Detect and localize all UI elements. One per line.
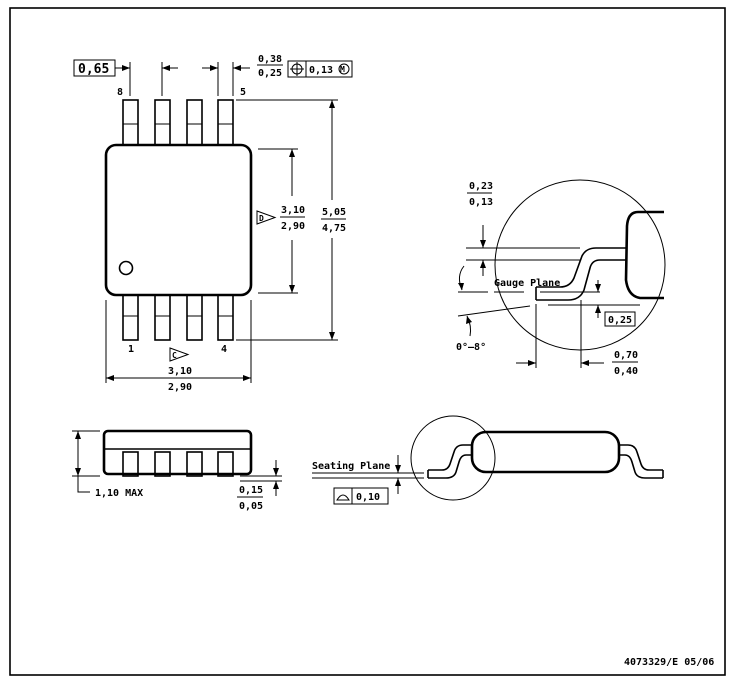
lead-pin-3 bbox=[186, 294, 203, 341]
lead-pin-8 bbox=[122, 99, 139, 146]
datum-d-label: D bbox=[259, 214, 264, 223]
side-lead-1 bbox=[122, 451, 139, 477]
lower-leads bbox=[122, 294, 234, 341]
body-width-max: 3,10 bbox=[281, 205, 305, 216]
gauge-dimension-box bbox=[604, 311, 636, 327]
position-tolerance-value: 0,13 bbox=[309, 65, 333, 76]
mmc-modifier-label: M bbox=[340, 65, 345, 74]
angle-label: 0°–8° bbox=[456, 342, 486, 353]
coplanarity-frame bbox=[333, 487, 389, 505]
overall-width-max: 5,05 bbox=[322, 207, 346, 218]
seating-plane-label: Seating Plane bbox=[312, 460, 390, 472]
end-lead-left-bottom bbox=[428, 454, 472, 479]
lead-pin-4 bbox=[217, 294, 234, 341]
lead-thickness-min: 0,13 bbox=[469, 197, 493, 208]
side-lead-4 bbox=[217, 451, 234, 477]
standoff-max: 0,15 bbox=[239, 485, 263, 496]
foot-length-max: 0,70 bbox=[614, 350, 638, 361]
end-lead-right-top bbox=[619, 444, 663, 471]
side-lead-2 bbox=[154, 451, 171, 477]
detail-body-edge bbox=[624, 210, 664, 300]
foot-length-min: 0,40 bbox=[614, 366, 638, 377]
detail-lead-top bbox=[536, 247, 627, 288]
profile-surface-icon bbox=[336, 494, 350, 501]
mmc-modifier-icon bbox=[338, 63, 350, 75]
max-height-label: 1,10 MAX bbox=[95, 488, 143, 499]
datum-d-triangle-icon bbox=[256, 210, 277, 225]
standoff-min: 0,05 bbox=[239, 501, 263, 512]
lead-pin-6 bbox=[186, 99, 203, 146]
lead-thickness-max: 0,23 bbox=[469, 181, 493, 192]
detail-lead-bottom bbox=[536, 259, 627, 301]
pin-5-label: 5 bbox=[240, 87, 246, 98]
body-length-max: 3,10 bbox=[168, 366, 192, 377]
datum-c-label: C bbox=[172, 351, 177, 360]
side-lead-3 bbox=[186, 451, 203, 477]
detail-circle bbox=[494, 179, 666, 351]
lead-pin-7 bbox=[154, 99, 171, 146]
pin1-indicator bbox=[118, 260, 134, 276]
side-view: 1,10 MAX 0,15 0,05 bbox=[72, 429, 282, 512]
end-lead-left-top bbox=[428, 444, 472, 471]
position-tolerance-frame: 0,13 M bbox=[287, 60, 353, 78]
upper-leads bbox=[122, 99, 234, 146]
pin-4-label: 4 bbox=[221, 344, 227, 355]
lead-detail-view: 0,23 0,13 Gauge Plane 0,25 0°–8° 0,70 0,… bbox=[456, 179, 666, 377]
overall-width-min: 4,75 bbox=[322, 223, 346, 234]
lead-width-min: 0,25 bbox=[258, 68, 282, 79]
lead-pin-2 bbox=[154, 294, 171, 341]
datum-c-triangle-icon bbox=[169, 347, 190, 362]
gauge-plane-label: Gauge Plane bbox=[494, 278, 560, 289]
pin-8-label: 8 bbox=[117, 87, 123, 98]
lead-pin-1 bbox=[122, 294, 139, 341]
end-lead-right-bottom bbox=[619, 454, 663, 479]
pin-1-label: 1 bbox=[128, 344, 134, 355]
body-width-min: 2,90 bbox=[281, 221, 305, 232]
end-detail-circle bbox=[410, 415, 496, 501]
package-body bbox=[104, 143, 253, 297]
lead-width-max: 0,38 bbox=[258, 54, 282, 65]
coplanarity-value: 0,10 bbox=[356, 492, 380, 503]
lead-pin-5 bbox=[217, 99, 234, 146]
drawing-frame bbox=[9, 7, 726, 676]
pitch-value: 0,65 bbox=[78, 62, 109, 77]
gauge-dimension-value: 0,25 bbox=[608, 315, 632, 326]
end-view: Seating Plane 0,10 bbox=[312, 415, 664, 505]
drawing-id: 4073329/E 05/06 bbox=[624, 657, 714, 668]
side-body bbox=[102, 429, 253, 476]
end-body bbox=[470, 430, 621, 474]
top-view: 0,65 0,38 0,25 0,13 M 8 5 1 4 bbox=[73, 54, 353, 393]
body-length-min: 2,90 bbox=[168, 382, 192, 393]
